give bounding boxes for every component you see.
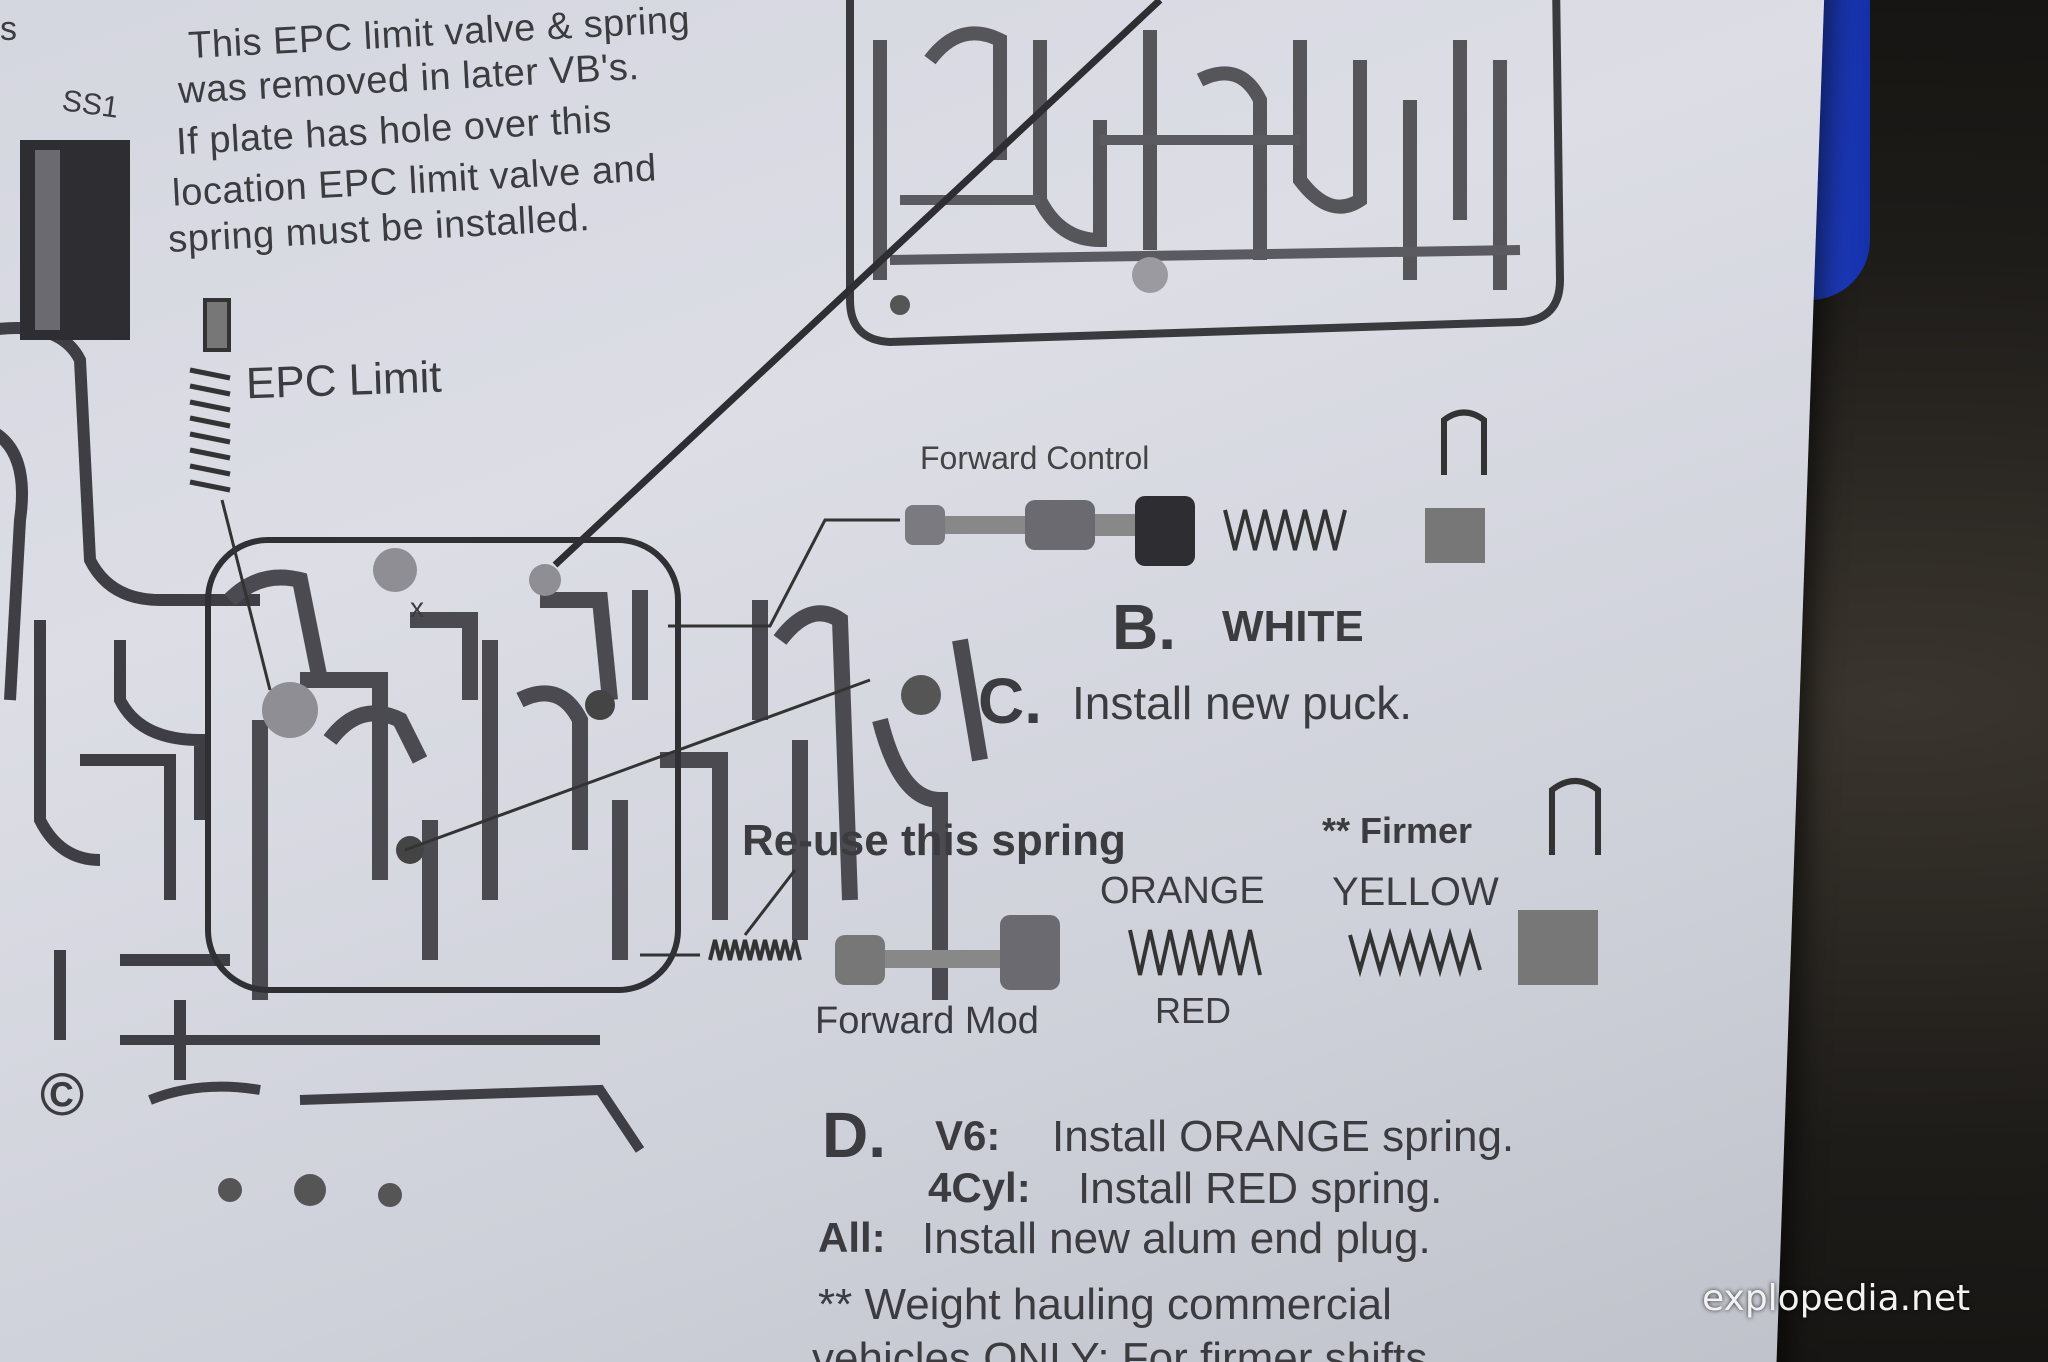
forward-mod-valve (640, 778, 1601, 990)
epc-limit-valve (189, 298, 272, 691)
yellow-label: YELLOW (1332, 870, 1499, 914)
x-mark: x (410, 592, 424, 623)
step-c-text: Install new puck. (1072, 677, 1413, 729)
puck-icon (901, 675, 941, 715)
orange-label: ORANGE (1100, 870, 1265, 912)
footnote-line: ** Weight hauling commercial (818, 1280, 1392, 1329)
highlight-box (205, 537, 681, 993)
red-label: RED (1155, 990, 1232, 1031)
main-valve-body (0, 322, 988, 1207)
step-d-4cyl-label: 4Cyl: (928, 1164, 1031, 1211)
ss1-solenoid (20, 140, 130, 340)
forward-mod-label: Forward Mod (815, 1000, 1039, 1042)
step-d-v6-text: Install ORANGE spring. (1052, 1112, 1515, 1161)
inset-valve-body (846, 0, 1565, 347)
step-d-letter: D. (822, 1099, 886, 1171)
step-d-v6-label: V6: (935, 1112, 1001, 1159)
s-fragment: s (0, 10, 17, 48)
step-b-letter: B. (1112, 591, 1176, 663)
epc-limit-label: EPC Limit (245, 352, 443, 409)
forward-control-valve (668, 409, 1487, 628)
copyright-mark: © (40, 1061, 85, 1128)
step-d-all-label: All: (818, 1214, 886, 1261)
step-d-all-text: Install new alum end plug. (922, 1214, 1431, 1263)
forward-control-label: Forward Control (920, 440, 1150, 476)
site-watermark: explopedia.net (1702, 1278, 1971, 1319)
step-b-text: WHITE (1222, 602, 1364, 651)
step-c-letter: C. (978, 665, 1042, 737)
footnote-line: vehicles ONLY: For firmer shifts (812, 1334, 1428, 1362)
pointer-line (552, 0, 1163, 568)
firmer-label: ** Firmer (1322, 810, 1473, 851)
reuse-spring-label: Re-use this spring (742, 816, 1126, 865)
step-d-4cyl-text: Install RED spring. (1078, 1164, 1443, 1213)
